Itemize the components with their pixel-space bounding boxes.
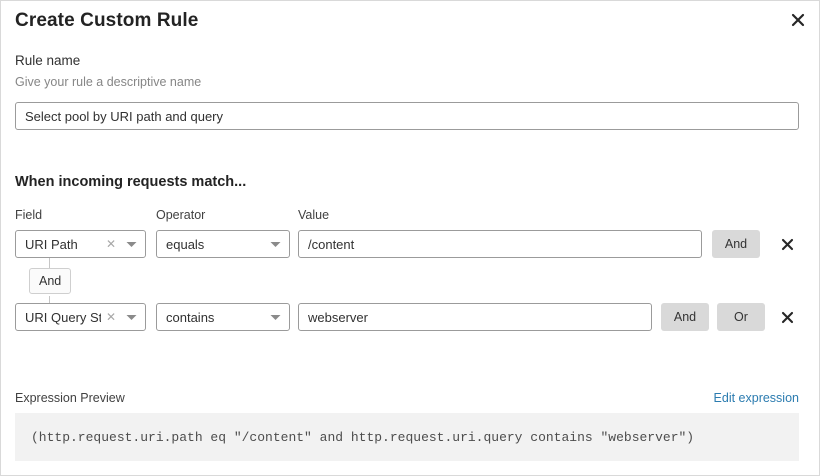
operator-select-2-value: contains bbox=[166, 309, 215, 325]
edit-expression-link[interactable]: Edit expression bbox=[713, 391, 799, 405]
expression-preview-box: (http.request.uri.path eq "/content" and… bbox=[15, 413, 799, 461]
chevron-down-icon[interactable] bbox=[121, 314, 145, 321]
close-glyph bbox=[781, 238, 793, 250]
expression-preview-text: (http.request.uri.path eq "/content" and… bbox=[31, 429, 695, 445]
add-or-condition-button-2[interactable]: Or bbox=[717, 303, 765, 331]
operator-select-1[interactable]: equals bbox=[156, 230, 290, 258]
column-header-value: Value bbox=[298, 208, 330, 222]
add-and-condition-button-2[interactable]: And bbox=[661, 303, 709, 331]
connector-line-bottom bbox=[49, 296, 50, 306]
field-select-2[interactable]: URI Query St... ✕ bbox=[15, 303, 146, 331]
chevron-down-icon[interactable] bbox=[265, 241, 289, 248]
chevron-down-icon[interactable] bbox=[265, 314, 289, 321]
close-glyph bbox=[781, 311, 793, 323]
condition-connector: And bbox=[15, 258, 135, 306]
value-input-2[interactable] bbox=[298, 303, 652, 331]
chevron-glyph bbox=[126, 241, 136, 247]
rule-name-label: Rule name bbox=[15, 53, 81, 68]
remove-condition-button-1[interactable] bbox=[776, 232, 798, 256]
connector-logic-badge[interactable]: And bbox=[29, 268, 72, 294]
remove-condition-button-2[interactable] bbox=[776, 305, 798, 329]
match-section-heading: When incoming requests match... bbox=[15, 174, 247, 190]
connector-line-top bbox=[49, 258, 50, 268]
rule-row: URI Path ✕ equals And bbox=[1, 230, 820, 260]
operator-select-2[interactable]: contains bbox=[156, 303, 290, 331]
close-glyph bbox=[791, 13, 805, 27]
page-title: Create Custom Rule bbox=[15, 10, 199, 31]
chevron-glyph bbox=[126, 314, 136, 320]
clear-icon[interactable]: ✕ bbox=[105, 310, 116, 324]
column-header-field: Field bbox=[15, 208, 43, 222]
chevron-glyph bbox=[270, 314, 280, 320]
chevron-down-icon[interactable] bbox=[121, 241, 145, 248]
chevron-glyph bbox=[270, 241, 280, 247]
field-select-1[interactable]: URI Path ✕ bbox=[15, 230, 146, 258]
rule-name-input[interactable] bbox=[15, 102, 799, 130]
rule-row: URI Query St... ✕ contains And Or bbox=[1, 303, 820, 333]
rule-name-help-text: Give your rule a descriptive name bbox=[15, 75, 202, 89]
column-header-operator: Operator bbox=[156, 208, 206, 222]
clear-icon[interactable]: ✕ bbox=[105, 237, 116, 251]
operator-select-1-value: equals bbox=[166, 236, 205, 252]
expression-preview-label: Expression Preview bbox=[15, 391, 125, 405]
add-and-condition-button-1[interactable]: And bbox=[712, 230, 760, 258]
close-icon[interactable] bbox=[786, 8, 810, 32]
field-select-1-value: URI Path bbox=[25, 236, 78, 252]
field-select-2-value: URI Query St... bbox=[25, 309, 101, 325]
value-input-1[interactable] bbox=[298, 230, 702, 258]
